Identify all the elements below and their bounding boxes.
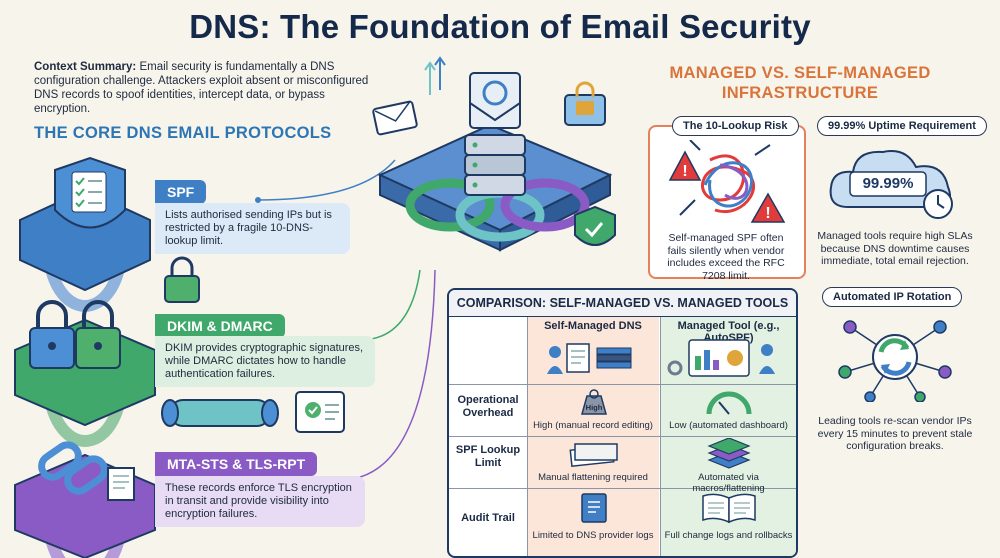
page-title: DNS: The Foundation of Email Security: [189, 8, 811, 45]
comparison-table: COMPARISON: SELF-MANAGED VS. MANAGED TOO…: [447, 288, 798, 558]
manual-tools-icon: [547, 343, 632, 374]
gear-icon: [667, 360, 683, 376]
tls-tunnel-icon: [161, 399, 279, 427]
chain-ring-purple: [500, 178, 590, 232]
open-book-icon: [702, 493, 756, 524]
infrastructure-heading-line1: MANAGED VS. SELF-MANAGED: [669, 64, 931, 82]
rotation-title: Automated IP Rotation: [822, 287, 963, 307]
tangled-spf-illustration: ! !: [668, 140, 786, 223]
secure-lock-icon: [564, 81, 606, 126]
mail-icon-left: [372, 100, 418, 136]
core-protocols-heading: THE CORE DNS EMAIL PROTOCOLS: [34, 124, 332, 142]
context-label: Context Summary:: [34, 61, 137, 73]
lock-pair-icon: [29, 300, 121, 369]
uptime-display: [849, 171, 927, 197]
cell-audit-managed: Full change logs and rollbacks: [664, 530, 793, 541]
context-text: Email security is fundamentally a DNS co…: [34, 61, 369, 115]
server-stack-icon: [464, 134, 526, 196]
protocol-tag-dkim-dmarc: DKIM & DMARC: [155, 314, 285, 338]
speed-gauge-icon: [706, 391, 752, 415]
rotation-text: Leading tools re-scan vendor IPs every 1…: [817, 415, 973, 452]
weight-icon: [581, 389, 607, 415]
paper-stack-icon: [569, 443, 618, 467]
cell-overhead-managed: Low (automated dashboard): [669, 420, 788, 431]
padlock-icon: [164, 256, 200, 303]
cell-spf-managed: Automated via macros/flattening: [692, 472, 765, 494]
protocol-desc-dkim-dmarc: DKIM provides cryptographic signatures, …: [155, 336, 375, 387]
uptime-title: 99.99% Uptime Requirement: [817, 116, 987, 136]
comparison-title: COMPARISON: SELF-MANAGED VS. MANAGED TOO…: [449, 290, 796, 317]
row-label-spf-lookup-limit: SPF Lookup Limit: [455, 444, 521, 469]
svg-text:!: !: [682, 163, 687, 180]
cell-overhead-self: High (manual record editing): [533, 420, 653, 431]
infrastructure-heading: MANAGED VS. SELF-MANAGED INFRASTRUCTURE: [630, 63, 970, 103]
context-summary: Context Summary: Email security is funda…: [34, 60, 384, 116]
warning-icon-right: [750, 192, 786, 223]
tangled-knot-icon: [679, 140, 771, 216]
document-icon: [107, 467, 135, 501]
cell-spf-self: Manual flattening required: [538, 472, 648, 483]
chain-ring-green: [405, 178, 495, 232]
uptime-badge: 99.99%: [862, 175, 914, 192]
ip-rotation-illustration: [838, 320, 952, 402]
report-monitor-icon: [295, 391, 345, 433]
link-icon: [38, 441, 108, 495]
upload-arrows-icon: [424, 61, 436, 95]
protocol-tag-spf: SPF: [155, 180, 207, 204]
protocol-desc-spf: Lists authorised sending IPs but is rest…: [155, 203, 350, 254]
col-header-self: Self-Managed DNS: [544, 320, 642, 332]
protocol-chain-illustration: [14, 156, 436, 558]
email-envelope-icon: [469, 72, 521, 129]
cell-audit-self: Limited to DNS provider logs: [532, 530, 654, 541]
uptime-text: Managed tools require high SLAs because …: [817, 230, 973, 267]
row-label-operational-overhead: Operational Overhead: [457, 394, 519, 419]
high-badge: High: [585, 403, 603, 412]
dashboard-icon: [667, 339, 775, 377]
lookup-risk-title: The 10-Lookup Risk: [672, 116, 799, 136]
connector-spf: [257, 159, 396, 201]
green-shield-icon: [574, 205, 616, 246]
uptime-cloud-illustration: [829, 150, 953, 219]
layers-icon: [707, 438, 751, 469]
protocol-desc-mta-sts: These records enforce TLS encryption in …: [155, 476, 365, 527]
column-header-illustrations: [547, 339, 775, 377]
protocol-tag-mta-sts: MTA-STS & TLS-RPT: [155, 452, 318, 476]
lookup-risk-text: Self-managed SPF often fails silently wh…: [667, 232, 785, 282]
central-server-illustration: [372, 56, 616, 252]
lookup-risk-card: [648, 125, 806, 279]
infrastructure-heading-line2: INFRASTRUCTURE: [721, 84, 879, 102]
svg-text:!: !: [765, 205, 770, 222]
log-book-icon: [581, 493, 607, 523]
warning-icon-left: [668, 150, 702, 181]
row-label-audit-trail: Audit Trail: [461, 512, 515, 524]
